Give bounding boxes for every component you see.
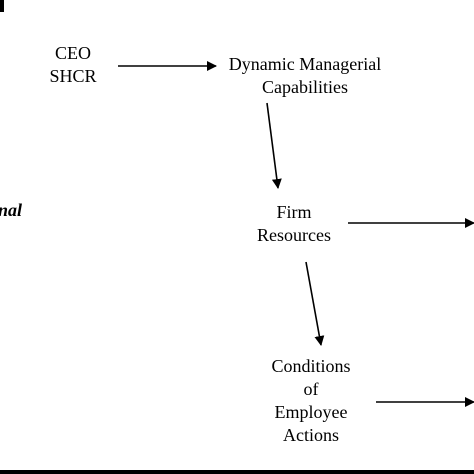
node-dmc-line-2: Capabilities <box>262 77 348 97</box>
node-dmc-line-1: Dynamic Managerial <box>228 54 382 74</box>
arrow-firm-to-conditions <box>305 261 325 346</box>
node-cond-line-3: Employee <box>274 402 348 422</box>
node-cond-line-1: Conditions <box>271 356 351 376</box>
node-cond-line-4: Actions <box>283 425 339 445</box>
node-cond-line-2: of <box>303 379 319 399</box>
node-dynamic-managerial-capabilities: Dynamic Managerial Capabilities <box>212 53 398 99</box>
left-cropped-label: nal <box>0 200 23 220</box>
node-ceo-line-2: SHCR <box>49 66 97 86</box>
node-conditions-of-employee-actions: Conditions of Employee Actions <box>250 355 372 447</box>
node-ceo-shcr: CEO SHCR <box>38 42 108 88</box>
node-firm-line-1: Firm <box>276 202 312 222</box>
left-edge-mark <box>0 0 4 12</box>
node-ceo-line-1: CEO <box>55 43 91 63</box>
node-firm-line-2: Resources <box>257 225 331 245</box>
node-firm-resources: Firm Resources <box>240 201 348 247</box>
arrow-dmc-to-firm <box>266 102 282 189</box>
